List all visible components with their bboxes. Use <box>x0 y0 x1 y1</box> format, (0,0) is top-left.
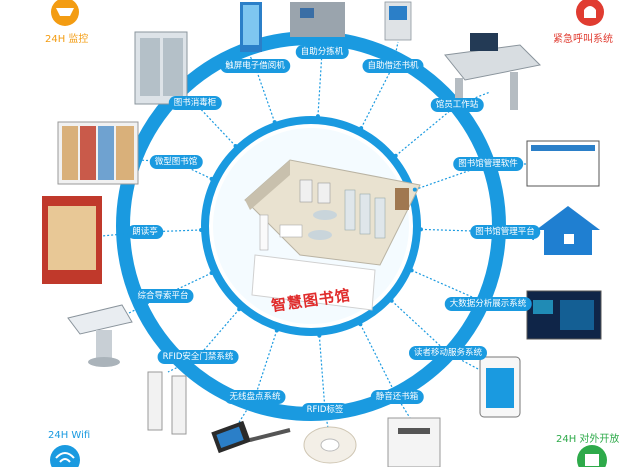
node-label: 图书馆管理平台 <box>470 225 540 239</box>
spoke-line <box>254 330 278 398</box>
spoke-line-outer <box>317 37 323 53</box>
corner-label-open-hours: 24H 对外开放 <box>556 434 620 445</box>
node-label: 朗读亭 <box>127 225 163 239</box>
spoke-dot <box>358 322 363 327</box>
corner-label-wifi: 24H Wifi <box>48 430 91 441</box>
spoke-line <box>360 65 394 129</box>
spoke-dot <box>412 187 417 192</box>
node-label: 触屏电子借阅机 <box>220 59 290 73</box>
node-label: 综合导索平台 <box>132 289 194 303</box>
spoke-dot <box>315 114 320 119</box>
node-label: 读者移动服务系统 <box>408 346 488 360</box>
spoke-dot <box>237 307 242 312</box>
spoke-line <box>317 51 323 117</box>
spoke-dot <box>393 153 398 158</box>
node-label: 馆员工作站 <box>430 98 484 112</box>
library-floorplan-illustration <box>244 159 421 311</box>
rfid-gate-icon <box>147 371 163 431</box>
corner-label-monitoring: 24H 监控 <box>45 34 89 45</box>
equipment-icons <box>42 0 607 467</box>
spoke-dot <box>272 120 277 125</box>
spoke-dot <box>233 143 238 148</box>
spoke-line-outer <box>124 295 164 316</box>
spoke-line-outer <box>101 231 146 237</box>
spoke-line-outer <box>247 51 256 67</box>
spoke-line <box>194 102 236 147</box>
guide-kiosk-icon <box>67 304 133 335</box>
node-label: 微型图书馆 <box>149 155 203 169</box>
spoke-dot <box>409 268 414 273</box>
node-label: 图书消毒柜 <box>168 96 222 110</box>
spoke-dot <box>359 126 364 131</box>
spoke-line <box>144 229 202 233</box>
node-label: RFID安全门禁系统 <box>157 350 239 364</box>
home-platform-icon <box>536 206 600 230</box>
spoke-line <box>359 324 398 398</box>
node-label: 静音还书箱 <box>370 390 424 404</box>
title-banner <box>251 254 376 311</box>
spoke-dot <box>389 298 394 303</box>
node-label: 自助分拣机 <box>295 45 349 59</box>
spoke-line <box>254 65 276 123</box>
node-label: 大数据分析展示系统 <box>444 297 532 311</box>
spoke-dot <box>274 328 279 333</box>
sorting-machine-icon <box>290 2 345 37</box>
spoke-dot <box>209 176 214 181</box>
spoke-line <box>395 104 458 157</box>
spoke-line <box>318 335 326 411</box>
node-label: 图书馆管理软件 <box>453 157 523 171</box>
spoke-line <box>391 300 449 354</box>
spoke-line-outer <box>324 409 329 429</box>
node-label: RFID标签 <box>301 403 349 417</box>
node-label: 无线盘点系统 <box>224 390 286 404</box>
hub-ring <box>201 116 421 336</box>
spoke-dot <box>418 227 423 232</box>
node-label: 自助借还书机 <box>362 59 424 73</box>
spoke-line <box>197 308 240 358</box>
spoke-dot <box>209 271 214 276</box>
spoke-dot <box>199 227 204 232</box>
wifi-icon <box>50 445 80 467</box>
spoke-dot <box>317 333 322 338</box>
corner-label-emergency-call: 紧急呼叫系统 <box>553 34 613 45</box>
return-box-icon <box>387 417 441 467</box>
